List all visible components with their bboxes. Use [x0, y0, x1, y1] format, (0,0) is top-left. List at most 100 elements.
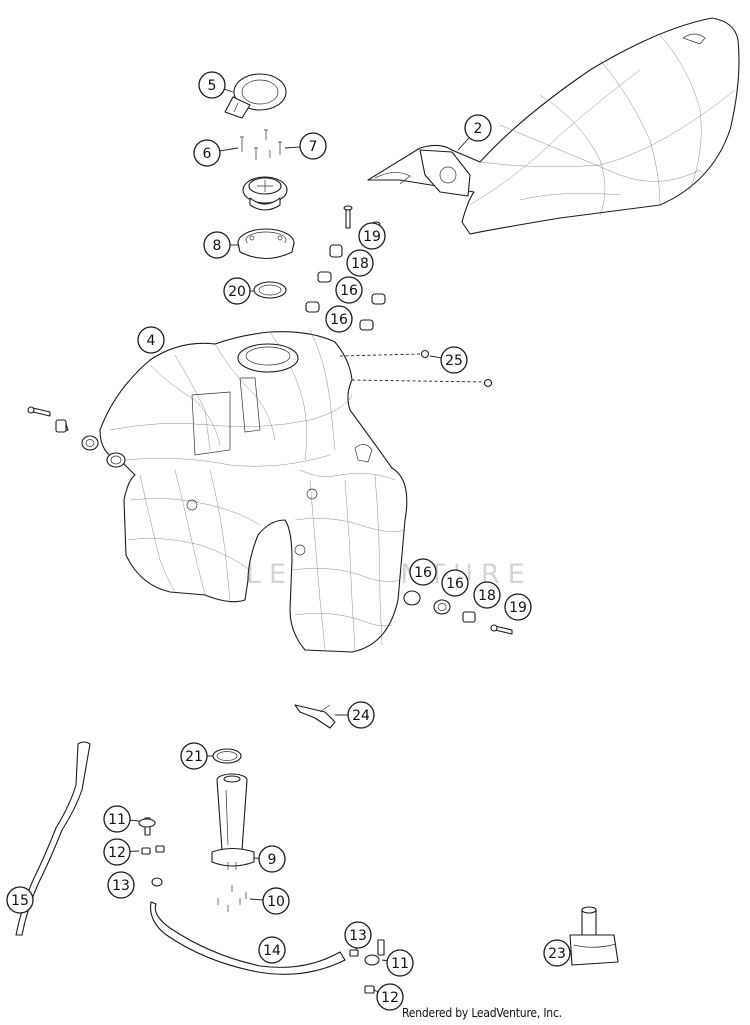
callout-13: 13 [107, 871, 135, 899]
callout-label: 16 [446, 576, 464, 592]
callout-circle [325, 305, 353, 333]
callout-label: 12 [381, 990, 399, 1006]
fuel-line-lower-part [150, 901, 346, 975]
callout-7: 7 [284, 132, 327, 160]
pump-screws-part [217, 885, 247, 912]
filler-ring-part [224, 73, 287, 119]
callout-label: 13 [112, 878, 130, 894]
callout-circle [299, 132, 327, 160]
fuel-cap-part [242, 176, 288, 211]
callout-label: 16 [414, 565, 432, 581]
callout-circle [358, 222, 386, 250]
callout-circle [504, 593, 532, 621]
callout-13: 13 [344, 921, 372, 951]
callout-20: 20 [223, 277, 254, 305]
callout-circle [103, 805, 131, 833]
callout-19: 19 [504, 593, 532, 621]
callout-2: 2 [457, 114, 492, 151]
callout-label: 11 [391, 956, 409, 972]
callout-label: 6 [203, 146, 212, 162]
callout-14: 14 [258, 936, 286, 964]
bracket-part [294, 704, 336, 729]
callout-circle [347, 701, 375, 729]
callout-label: 10 [267, 894, 285, 910]
callout-8: 8 [203, 231, 238, 259]
callout-label: 23 [548, 946, 566, 962]
callout-circle [258, 936, 286, 964]
mount-hardware-left [27, 406, 126, 468]
callout-leader-line [457, 137, 470, 151]
callout-label: 12 [108, 845, 126, 861]
callout-leader-line [373, 989, 379, 993]
damper-part [569, 906, 619, 966]
fittings-left [138, 817, 165, 887]
credit-text: Rendered by LeadVenture, Inc. [402, 1006, 562, 1020]
callout-label: 11 [108, 812, 126, 828]
callout-circle [464, 114, 492, 142]
callout-leader-line [381, 959, 388, 962]
callout-circle [344, 921, 372, 949]
callout-label: 13 [349, 928, 367, 944]
callout-label: 21 [185, 749, 203, 765]
callout-circle [262, 887, 290, 915]
callout-label: 4 [147, 333, 156, 349]
callout-16: 16 [325, 305, 353, 333]
callout-24: 24 [335, 701, 375, 729]
leader-dash-lower [351, 379, 485, 383]
callout-circle [198, 71, 226, 99]
callout-label: 24 [352, 708, 370, 724]
callout-25: 25 [429, 346, 468, 374]
callout-10: 10 [249, 887, 290, 915]
callout-12: 12 [103, 838, 140, 866]
callout-leader-line [284, 146, 301, 149]
fittings-right [349, 939, 385, 994]
callout-label: 5 [208, 78, 217, 94]
callout-circle [543, 939, 571, 967]
callout-circle [6, 886, 34, 914]
o-ring-part [212, 748, 242, 764]
callout-16: 16 [409, 558, 437, 586]
callout-circle [193, 139, 221, 167]
callout-label: 19 [363, 229, 381, 245]
callout-circle [258, 845, 286, 873]
leader-dash-upper [339, 353, 421, 357]
callout-label: 14 [263, 943, 281, 959]
callout-circle [409, 558, 437, 586]
callout-circle [203, 231, 231, 259]
callout-21: 21 [180, 742, 213, 770]
callout-label: 9 [268, 852, 277, 868]
callout-circle [441, 569, 469, 597]
callout-label: 2 [474, 121, 483, 137]
callout-label: 16 [340, 283, 358, 299]
callout-circle [223, 277, 251, 305]
callout-12: 12 [373, 983, 404, 1011]
callout-11: 11 [381, 949, 414, 977]
callout-leader-line [429, 355, 442, 359]
callout-circle [473, 581, 501, 609]
fuel-tank-part [99, 329, 408, 653]
callout-label: 25 [445, 353, 463, 369]
callout-18: 18 [346, 249, 374, 277]
callout-label: 15 [11, 893, 29, 909]
callout-6: 6 [193, 139, 239, 167]
callout-label: 18 [351, 256, 369, 272]
filler-flange-part [237, 228, 295, 260]
callout-18: 18 [473, 581, 501, 609]
callout-circle [440, 346, 468, 374]
mount-hardware-right [403, 590, 513, 635]
callout-circle [386, 949, 414, 977]
seal-ring-part [253, 281, 287, 299]
callout-16: 16 [335, 276, 363, 304]
callout-label: 18 [478, 588, 496, 604]
callout-label: 7 [309, 139, 318, 155]
callout-leader-line [129, 819, 140, 822]
callout-circle [346, 249, 374, 277]
callout-leader-line [219, 147, 239, 152]
callout-circle [180, 742, 208, 770]
fuel-pump-part [211, 773, 255, 870]
callout-label: 19 [509, 600, 527, 616]
callout-4: 4 [137, 326, 165, 354]
callout-label: 8 [213, 238, 222, 254]
